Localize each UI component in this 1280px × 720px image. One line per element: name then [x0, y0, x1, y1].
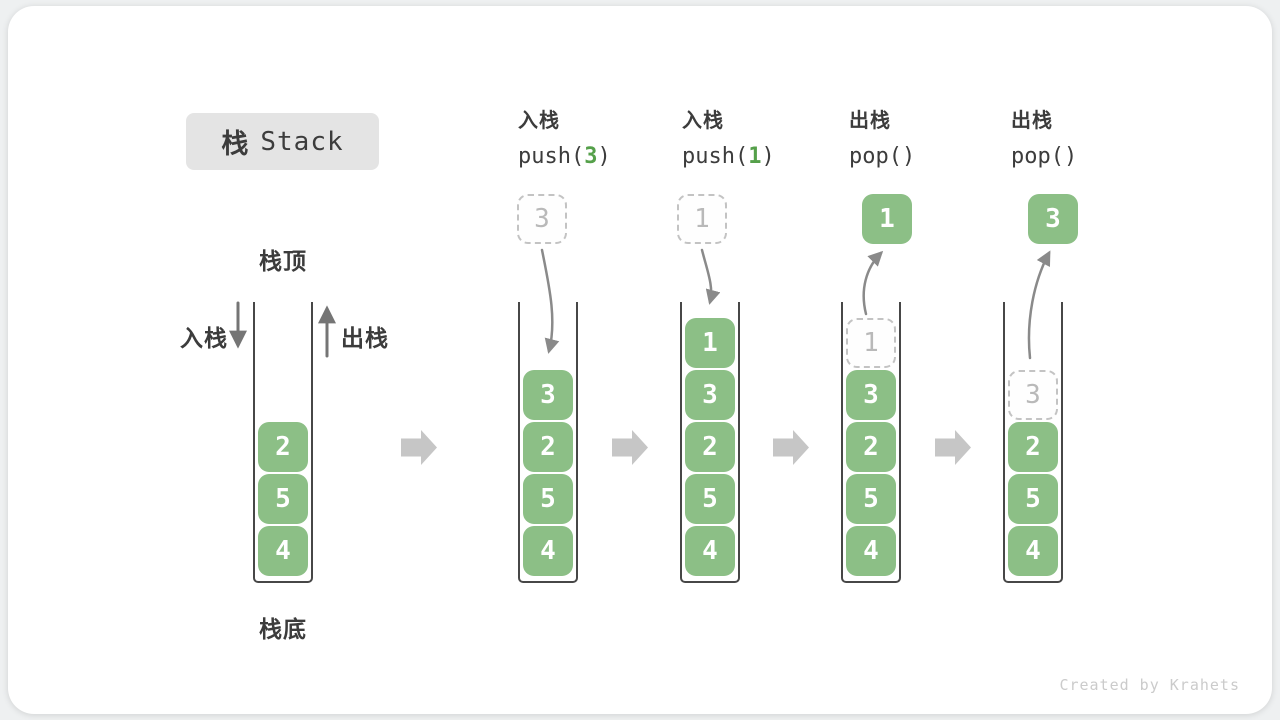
push-side-label: 入栈 — [180, 325, 228, 351]
operation-name: 出栈 — [849, 110, 891, 132]
stack-cell: 4 — [846, 526, 896, 576]
pop-flow-arrow-icon — [862, 250, 884, 316]
stack-cell: 4 — [685, 526, 735, 576]
operation-label: 出栈 pop() — [1011, 104, 1077, 174]
popped-value-cell: 3 — [1028, 194, 1078, 244]
op-code-arg: 3 — [584, 144, 598, 169]
push-flow-arrow-icon — [700, 248, 721, 305]
stack-container — [680, 302, 740, 583]
op-code-pre: push( — [518, 144, 585, 169]
operation-code: pop() — [1011, 139, 1077, 174]
stack-cell: 2 — [258, 422, 308, 472]
incoming-value-cell: 3 — [517, 194, 567, 244]
operation-code: push(3) — [518, 139, 611, 174]
operation-label: 入栈 push(1) — [682, 104, 775, 174]
next-state-arrow-icon — [773, 430, 809, 465]
stack-cell: 3 — [685, 370, 735, 420]
stack-cell: 5 — [846, 474, 896, 524]
next-state-arrow-icon — [612, 430, 648, 465]
operation-name: 出栈 — [1011, 110, 1053, 132]
operation-label: 出栈 pop() — [849, 104, 915, 174]
operation-code: push(1) — [682, 139, 775, 174]
op-code-pre: pop() — [849, 144, 916, 169]
popped-ghost-cell: 1 — [846, 318, 896, 368]
operation-code: pop() — [849, 139, 915, 174]
next-state-arrow-icon — [935, 430, 971, 465]
stack-cell: 4 — [523, 526, 573, 576]
stack-top-label: 栈顶 — [259, 248, 307, 274]
op-code-arg: 1 — [748, 144, 762, 169]
popped-ghost-cell: 3 — [1008, 370, 1058, 420]
stack-cell: 2 — [846, 422, 896, 472]
watermark: Created by Krahets — [1059, 676, 1240, 694]
push-flow-arrow-icon — [540, 248, 560, 354]
stack-cell: 5 — [523, 474, 573, 524]
op-code-suf: ) — [761, 144, 775, 169]
title-en: Stack — [260, 126, 344, 157]
pop-side-label: 出栈 — [341, 325, 389, 351]
stack-container — [841, 302, 901, 583]
stack-cell: 2 — [1008, 422, 1058, 472]
op-code-pre: pop() — [1011, 144, 1078, 169]
stack-cell: 3 — [523, 370, 573, 420]
stack-container — [518, 302, 578, 583]
title-zh: 栈 — [221, 129, 249, 159]
stack-bottom-label: 栈底 — [259, 616, 307, 642]
stack-cell: 5 — [1008, 474, 1058, 524]
stack-cell: 2 — [523, 422, 573, 472]
op-code-pre: push( — [682, 144, 749, 169]
next-state-arrow-icon — [401, 430, 437, 465]
op-code-suf: ) — [597, 144, 611, 169]
stack-container — [1003, 302, 1063, 583]
stack-cell: 2 — [685, 422, 735, 472]
stack-cell: 5 — [685, 474, 735, 524]
operation-label: 入栈 push(3) — [518, 104, 611, 174]
operation-name: 入栈 — [518, 110, 560, 132]
stack-cell: 1 — [685, 318, 735, 368]
title-box: 栈 Stack — [186, 113, 379, 170]
incoming-value-cell: 1 — [677, 194, 727, 244]
stack-cell: 5 — [258, 474, 308, 524]
stack-cell: 3 — [846, 370, 896, 420]
pop-flow-arrow-icon — [1027, 250, 1051, 360]
stack-cell: 4 — [1008, 526, 1058, 576]
stack-container — [253, 302, 313, 583]
popped-value-cell: 1 — [862, 194, 912, 244]
stack-cell: 4 — [258, 526, 308, 576]
operation-name: 入栈 — [682, 110, 724, 132]
